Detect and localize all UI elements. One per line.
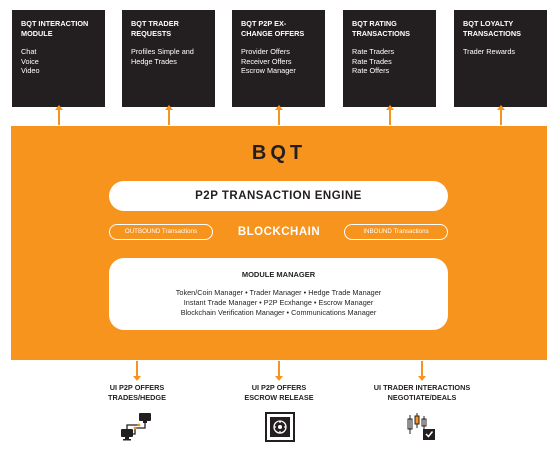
- title-line: MODULE: [21, 28, 53, 38]
- module-item: Rate Offers: [352, 66, 390, 76]
- bottom-label-trades-hedge: UI P2P OFFERS TRADES/HEDGE: [62, 383, 212, 403]
- module-item: Chat: [21, 47, 37, 57]
- arrow-down-icon: [275, 361, 283, 381]
- title-line: TRANSACTIONS: [463, 28, 521, 38]
- label-line: TRADES/HEDGE: [108, 393, 166, 402]
- module-item: Hedge Trades: [131, 56, 177, 66]
- bqt-logo: BQT: [251, 142, 307, 164]
- title-line: BQT P2P EX-: [241, 19, 287, 28]
- label-line: UI P2P OFFERS: [251, 383, 307, 392]
- module-box-trader-requests: BQT TRADER REQUESTS Profiles Simple and …: [122, 10, 215, 107]
- module-manager-line: Blockchain Verification Manager • Commun…: [180, 308, 377, 317]
- title-line: BQT TRADER: [131, 19, 179, 28]
- module-box-title: BQT RATING TRANSACTIONS: [352, 19, 428, 38]
- arrow-up-icon: [497, 105, 505, 125]
- module-item: Trader Rewards: [463, 47, 516, 57]
- module-item: Escrow Manager: [241, 66, 296, 76]
- arrow-up-icon: [165, 105, 173, 125]
- title-line: CHANGE OFFERS: [241, 28, 305, 38]
- label-line: UI TRADER INTERACTIONS: [373, 383, 471, 392]
- blockchain-label: BLOCKCHAIN: [237, 226, 321, 238]
- arrow-down-icon: [418, 361, 426, 381]
- safe-vault-icon: [265, 412, 295, 442]
- label-line: NEGOTIATE/DEALS: [387, 393, 457, 402]
- module-box-title: BQT P2P EX- CHANGE OFFERS: [241, 19, 317, 38]
- module-box-rating: BQT RATING TRANSACTIONS Rate Traders Rat…: [343, 10, 436, 107]
- module-box-title: BQT INTERACTION MODULE: [21, 19, 97, 38]
- bottom-label-negotiate-deals: UI TRADER INTERACTIONS NEGOTIATE/DEALS: [347, 383, 497, 403]
- module-box-title: BQT LOYALTY TRANSACTIONS: [463, 19, 539, 38]
- title-line: REQUESTS: [131, 28, 172, 38]
- title-line: BQT LOYALTY: [463, 19, 514, 28]
- module-manager-title: MODULE MANAGER: [241, 270, 316, 279]
- label-line: ESCROW RELEASE: [244, 393, 314, 402]
- p2p-transaction-engine: P2P TRANSACTION ENGINE: [109, 181, 448, 211]
- bottom-label-escrow-release: UI P2P OFFERS ESCROW RELEASE: [204, 383, 354, 403]
- module-item: Voice: [21, 56, 39, 66]
- title-line: BQT INTERACTION: [21, 19, 89, 28]
- module-item: Provider Offers: [241, 47, 290, 57]
- module-box-p2p-exchange: BQT P2P EX- CHANGE OFFERS Provider Offer…: [232, 10, 325, 107]
- title-line: TRANSACTIONS: [352, 28, 410, 38]
- module-manager-line: Instant Trade Manager • P2P Ecxhange • E…: [183, 298, 374, 307]
- module-box-interaction: BQT INTERACTION MODULE Chat Voice Video: [12, 10, 105, 107]
- module-item: Rate Trades: [352, 56, 392, 66]
- module-item: Video: [21, 66, 40, 76]
- module-box-loyalty: BQT LOYALTY TRANSACTIONS Trader Rewards: [454, 10, 547, 107]
- module-item: Profiles Simple and: [131, 47, 194, 57]
- inbound-transactions-pill: INBOUND Transactions: [344, 224, 448, 240]
- title-line: BQT RATING: [352, 19, 397, 28]
- arrow-up-icon: [386, 105, 394, 125]
- arrow-up-icon: [55, 105, 63, 125]
- outbound-transactions-pill: OUTBOUND Transactions: [109, 224, 213, 240]
- label-line: UI P2P OFFERS: [109, 383, 165, 392]
- network-computers-icon: [121, 413, 151, 441]
- module-item: Rate Traders: [352, 47, 395, 57]
- arrow-up-icon: [275, 105, 283, 125]
- bqt-platform-panel: BQT P2P TRANSACTION ENGINE OUTBOUND Tran…: [11, 126, 547, 360]
- module-box-title: BQT TRADER REQUESTS: [131, 19, 207, 38]
- arrow-down-icon: [133, 361, 141, 381]
- candlestick-check-icon: [407, 413, 435, 440]
- module-item: Receiver Offers: [241, 56, 292, 66]
- module-manager-box: MODULE MANAGER Token/Coin Manager • Trad…: [109, 258, 448, 330]
- module-manager-line: Token/Coin Manager • Trader Manager • He…: [175, 288, 382, 297]
